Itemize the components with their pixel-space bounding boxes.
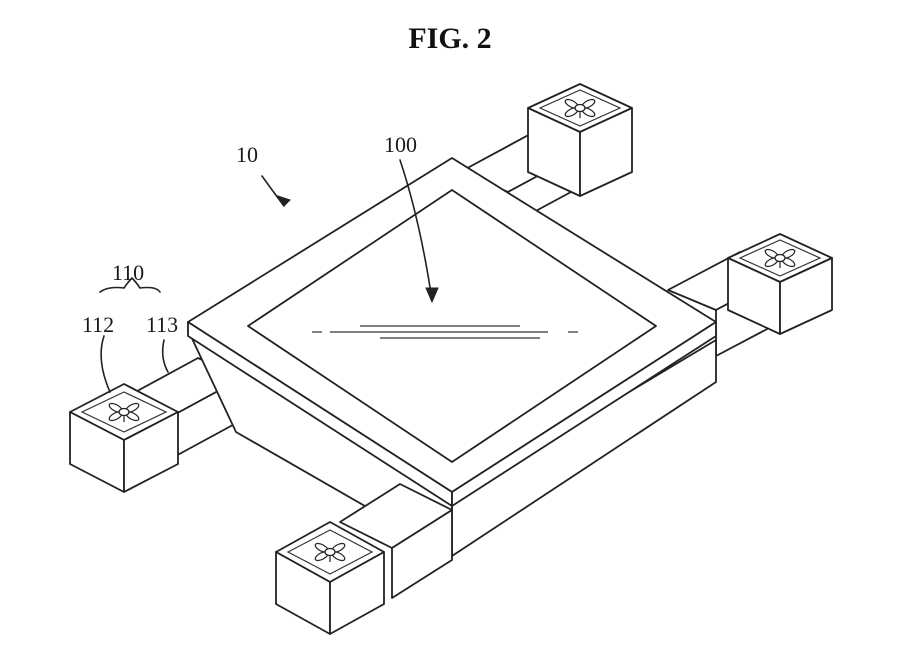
rotor-2 bbox=[764, 248, 796, 268]
figure-title: FIG. 2 bbox=[408, 22, 492, 55]
label-rotor-112: 112 bbox=[82, 312, 114, 337]
rotor-4 bbox=[314, 542, 346, 562]
main-body bbox=[187, 157, 717, 557]
label-body-100: 100 bbox=[384, 132, 417, 157]
arm-back-right bbox=[459, 83, 633, 227]
rotor-1 bbox=[564, 98, 596, 118]
label-arm-110: 110 bbox=[112, 260, 144, 285]
rotor-symbols bbox=[108, 98, 796, 562]
label-arm-segment-113: 113 bbox=[146, 312, 178, 337]
arm-front bbox=[275, 483, 453, 635]
rotor-3 bbox=[108, 402, 140, 422]
leader-lines bbox=[99, 159, 439, 393]
label-device-10: 10 bbox=[236, 142, 258, 167]
